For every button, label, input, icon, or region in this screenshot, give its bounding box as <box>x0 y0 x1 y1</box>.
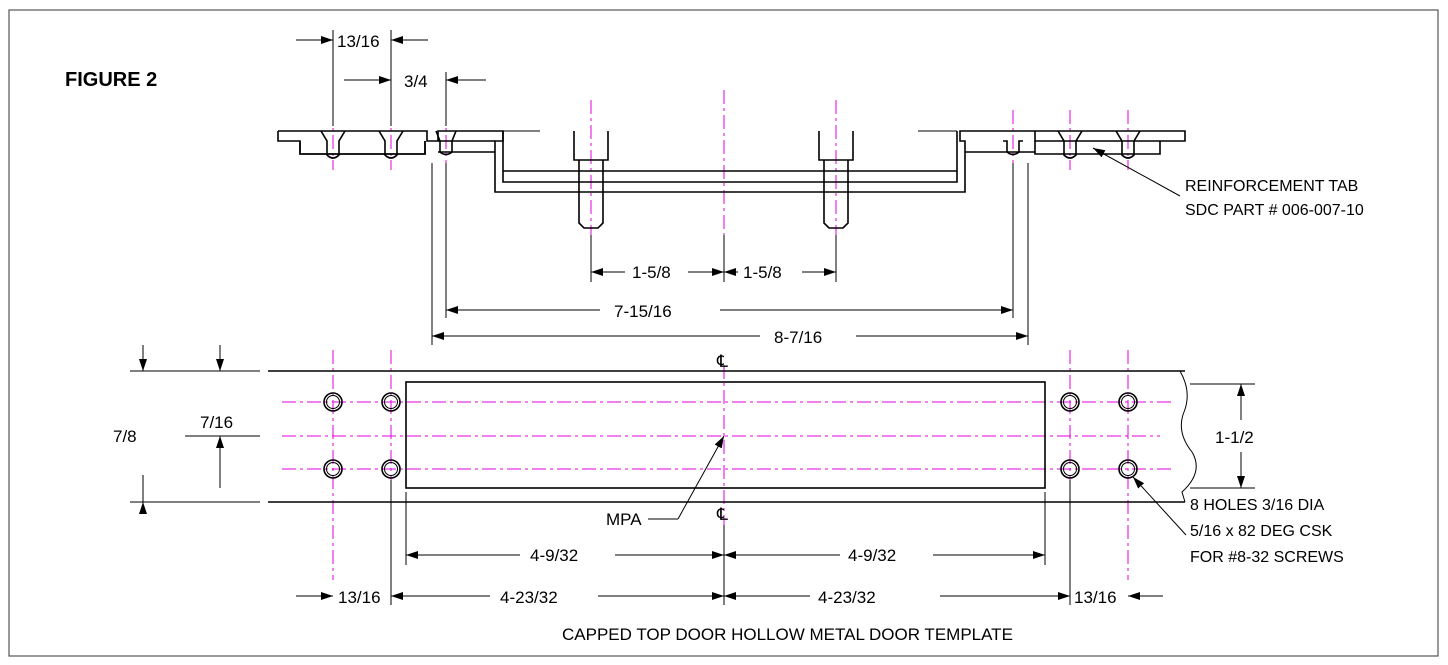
centerline-symbol-bottom: ℄ <box>716 505 728 524</box>
dim-half-left: 4-9/32 <box>530 546 578 565</box>
dim-top-left-inner: 3/4 <box>404 72 428 91</box>
mpa-leader <box>677 435 725 520</box>
hole-note-line-3: FOR #8-32 SCREWS <box>1190 549 1344 566</box>
screw-hole-5 <box>1060 392 1080 412</box>
channel-profile <box>438 131 1035 183</box>
reinforcement-tab-left <box>299 141 426 155</box>
hole-note-line-2: 5/16 x 82 DEG CSK <box>1190 523 1333 540</box>
mounting-post-left <box>573 131 609 229</box>
mounting-post-right <box>818 131 854 229</box>
dim-right-height: 1-1/2 <box>1215 428 1254 447</box>
dim-left-inner: 7/16 <box>200 413 233 432</box>
drawing-border <box>8 9 1439 657</box>
figure-label: FIGURE 2 <box>65 69 157 91</box>
screw-section-2 <box>378 130 404 159</box>
screw-section-3 <box>435 130 457 156</box>
top-view: 13/16 3/4 1-5/8 1-5/8 7-15/16 8-7/16 REI… <box>277 30 1364 347</box>
dim-inner-span: 7-15/16 <box>614 302 672 321</box>
drawing-caption: CAPPED TOP DOOR HOLLOW METAL DOOR TEMPLA… <box>562 625 1013 644</box>
screw-hole-2 <box>381 392 401 412</box>
screw-section-6 <box>1115 130 1141 159</box>
reinforcement-leader <box>1092 147 1181 197</box>
screw-hole-7 <box>1060 459 1080 479</box>
screw-hole-1 <box>323 392 343 412</box>
reinforcement-tab-right <box>1034 141 1161 155</box>
dim-center-left: 1-5/8 <box>632 263 671 282</box>
hole-note-line-1: 8 HOLES 3/16 DIA <box>1190 497 1325 514</box>
screw-hole-3 <box>323 459 343 479</box>
hole-note-leader <box>1132 476 1187 536</box>
dim-outer-span: 8-7/16 <box>774 328 822 347</box>
door-skin-profile <box>277 130 1186 193</box>
dim-left-outer: 7/8 <box>113 427 137 446</box>
reinforcement-callout-line-2: SDC PART # 006-007-10 <box>1185 202 1364 219</box>
dim-top-left-outer: 13/16 <box>337 32 380 51</box>
dim-half-right: 4-9/32 <box>848 546 896 565</box>
bottom-view: ℄ ℄ 7/8 7/16 1-1/2 MPA 8 HOLES 3/16 DIA … <box>113 345 1344 607</box>
screw-section-5 <box>1057 130 1083 159</box>
break-line <box>1179 370 1197 503</box>
reinforcement-callout-line-1: REINFORCEMENT TAB <box>1185 178 1358 195</box>
centerline-symbol-top: ℄ <box>716 352 728 371</box>
screw-hole-4 <box>381 459 401 479</box>
screw-hole-8 <box>1118 459 1138 479</box>
dim-bottom-right-span: 4-23/32 <box>818 588 876 607</box>
screw-section-4 <box>1003 140 1023 156</box>
dim-center-right: 1-5/8 <box>743 263 782 282</box>
screw-section-1 <box>320 130 346 159</box>
dim-bottom-right-edge: 13/16 <box>1074 588 1117 607</box>
mpa-label: MPA <box>606 510 642 529</box>
screw-hole-6 <box>1118 392 1138 412</box>
dim-bottom-left-edge: 13/16 <box>338 588 381 607</box>
dim-bottom-left-span: 4-23/32 <box>500 588 558 607</box>
cutout-rectangle <box>405 381 1046 489</box>
